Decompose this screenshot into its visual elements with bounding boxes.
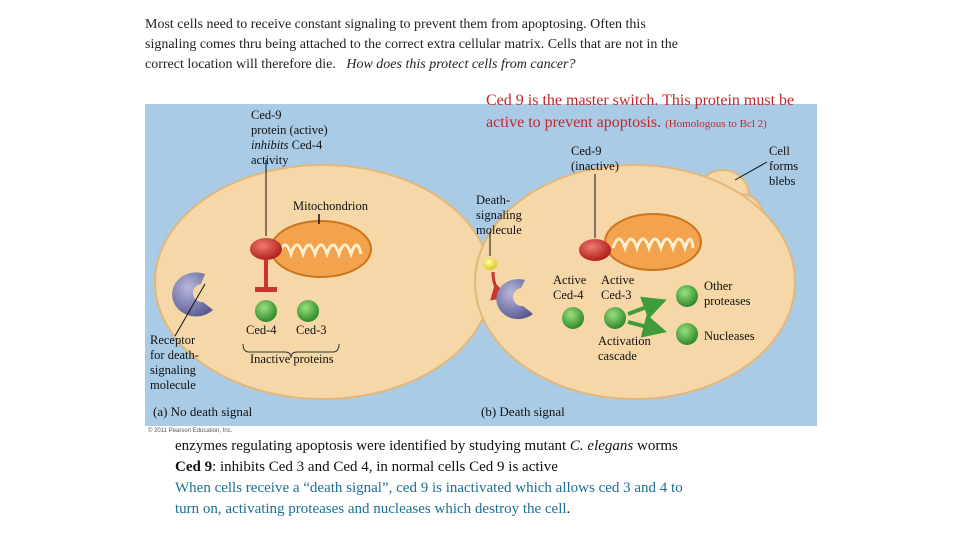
figure-graphic [145, 104, 817, 440]
death-receptor-b [496, 279, 533, 320]
other-proteases [676, 285, 698, 307]
active-ced3-label: Active Ced-3 [601, 273, 635, 302]
ced9-active-label: Ced-9 protein (active) inhibits Ced-4 ac… [251, 108, 328, 167]
ced9-active-protein [250, 238, 282, 260]
summary-line-3: When cells receive a “death signal”, ced… [175, 480, 683, 496]
callout-note: (Homologous to Bcl 2) [665, 118, 767, 130]
death-receptor-a [172, 272, 213, 317]
mitochondrion-label: Mitochondrion [293, 199, 368, 213]
nucleases-label: Nucleases [704, 329, 755, 343]
summary-text: enzymes regulating apoptosis were identi… [175, 436, 815, 520]
cell-b [474, 164, 796, 400]
active-ced4-label: Active Ced-4 [553, 273, 587, 302]
cell-blebs-label: Cell forms blebs [769, 144, 799, 188]
mitochondrion-b [604, 213, 702, 271]
inhibition-bar [255, 287, 277, 292]
intro-question: How does this protect cells from cancer? [346, 57, 576, 72]
inactive-proteins-label: Inactive proteins [250, 352, 334, 366]
mitochondrion-a [270, 220, 372, 278]
activation-cascade-label: Activation cascade [598, 334, 651, 363]
ced3-active [604, 307, 626, 329]
ced4-inactive [255, 300, 277, 322]
summary-line-2: Ced 9: inhibits Ced 3 and Ced 4, in norm… [175, 459, 558, 475]
ced3-inactive [297, 300, 319, 322]
summary-line-4: turn on, activating proteases and nuclea… [175, 501, 571, 517]
ced3-label-a: Ced-3 [296, 323, 327, 337]
nucleases [676, 323, 698, 345]
intro-line-3: correct location will therefore die. How… [145, 57, 576, 72]
caption-no-death-signal: (a) No death signal [153, 404, 253, 419]
cascade-arrow-nucleases [627, 314, 667, 338]
other-proteases-label: Other proteases [704, 279, 751, 308]
intro-paragraph: Most cells need to receive constant sign… [145, 15, 815, 75]
ced9-callout: Ced 9 is the master switch. This protein… [486, 92, 795, 131]
ced9-inactive-protein [579, 239, 611, 261]
copyright-notice: © 2011 Pearson Education, Inc. [148, 428, 233, 434]
receptor-label: Receptor for death- signaling molecule [150, 333, 199, 392]
ced4-label-a: Ced-4 [246, 323, 277, 337]
summary-line-1: enzymes regulating apoptosis were identi… [175, 438, 678, 454]
intro-line-2: signaling comes thru being attached to t… [145, 37, 678, 52]
death-signal-molecule [483, 258, 497, 270]
apoptosis-figure: Ced-9 protein (active) inhibits Ced-4 ac… [145, 104, 817, 440]
ced4-active [562, 307, 584, 329]
caption-death-signal: (b) Death signal [481, 404, 565, 419]
intro-line-1: Most cells need to receive constant sign… [145, 17, 646, 32]
ced9-inactive-label: Ced-9 (inactive) [571, 144, 619, 173]
death-signal-label: Death- signaling molecule [476, 193, 522, 237]
cascade-arrow-proteases [627, 296, 667, 320]
